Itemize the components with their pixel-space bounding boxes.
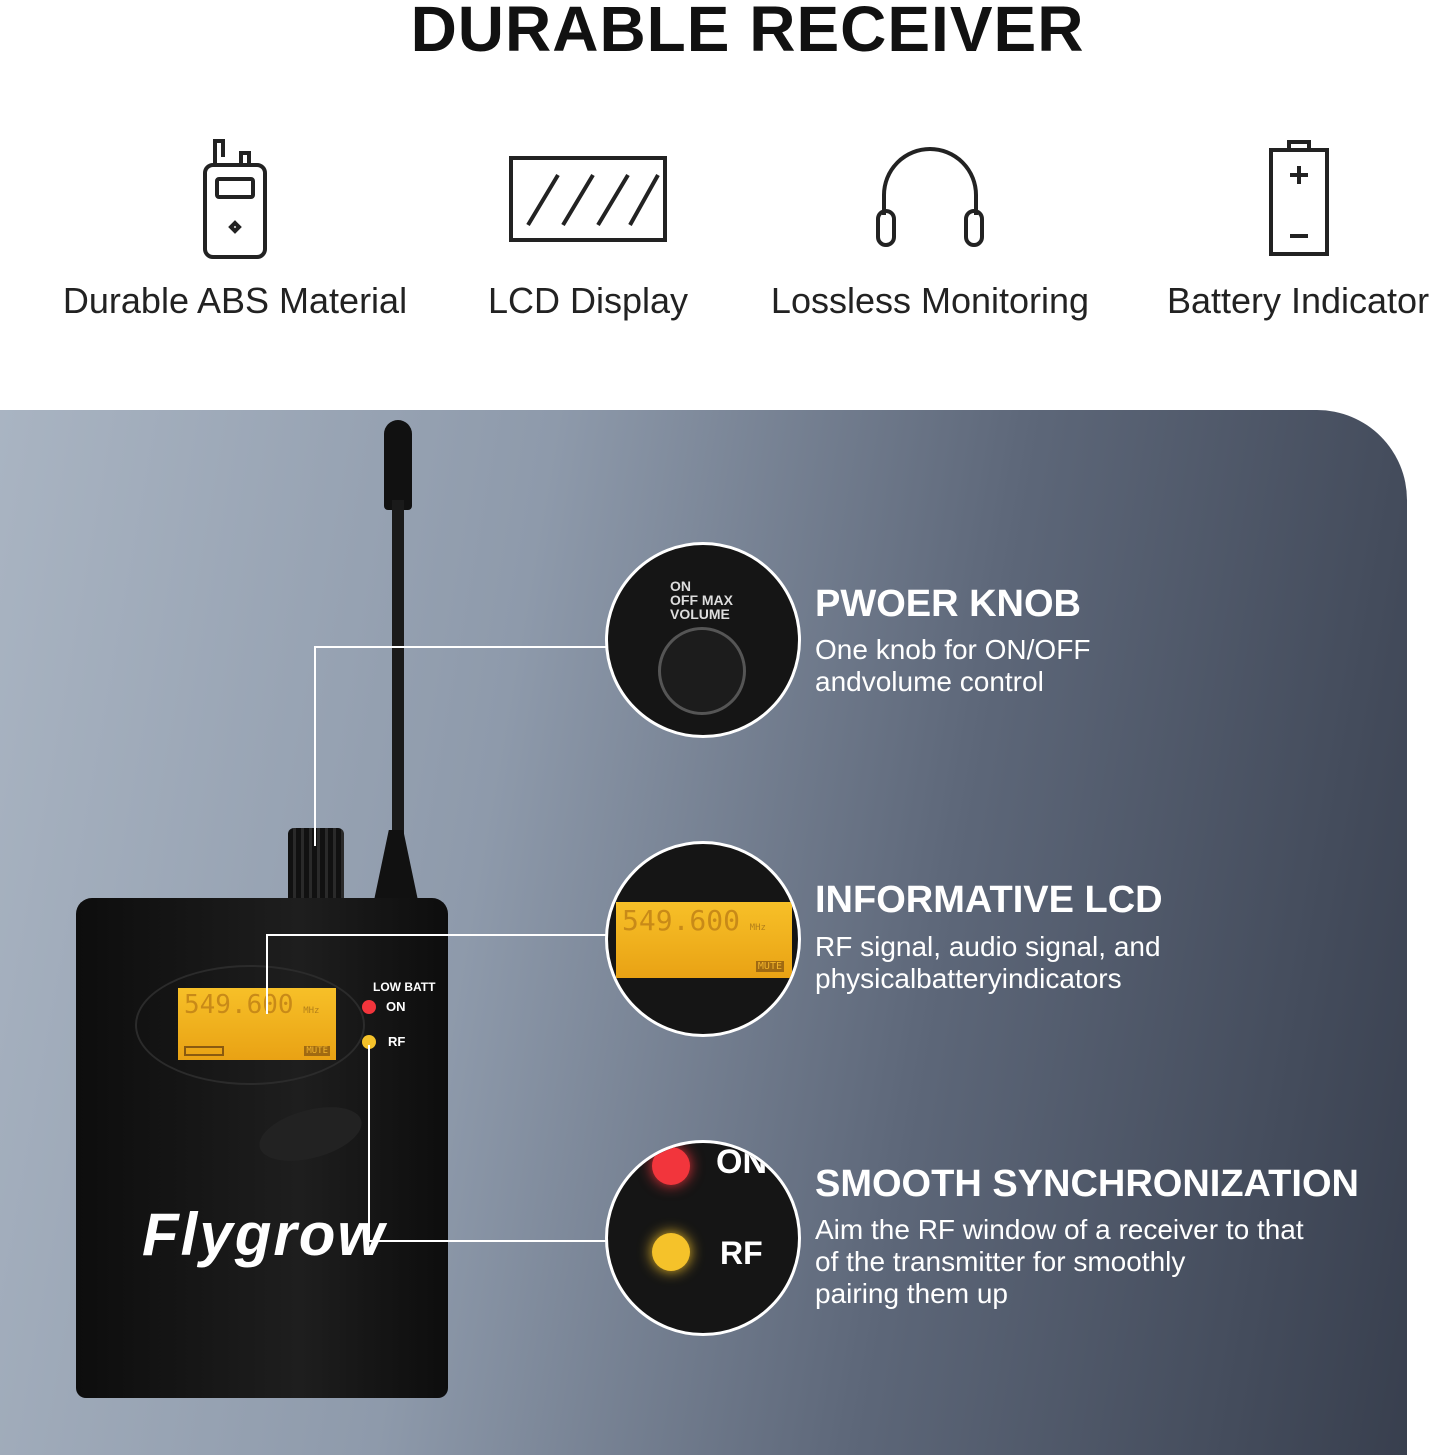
connector-line: [368, 1045, 370, 1242]
led-on: [362, 1000, 376, 1014]
walkie-receiver-icon: [45, 130, 425, 270]
page-title: DURABLE RECEIVER: [410, 0, 1085, 65]
feature-lcd-display: LCD Display: [398, 130, 778, 322]
antenna-tip: [384, 420, 412, 510]
feature-label: LCD Display: [487, 280, 689, 321]
led-rf: [362, 1035, 376, 1049]
lcd-mute: MUTE: [304, 1046, 330, 1056]
inset-mute: MUTE: [755, 961, 784, 972]
led-inset: ON RF: [605, 1140, 801, 1336]
inset-unit: MHz: [749, 923, 766, 933]
inset-text: OFF MAX: [670, 592, 733, 608]
feature-label: Battery Indicator: [1166, 280, 1430, 321]
inset-rf: RF: [720, 1235, 763, 1271]
headphones-icon: [740, 130, 1120, 270]
inset-text: VOLUME: [670, 606, 730, 622]
rf-label: RF: [388, 1034, 406, 1049]
feature-label: Durable ABS Material: [62, 280, 408, 321]
connector-line: [314, 646, 606, 648]
lcd-inset: 549.600 MHz MUTE: [605, 841, 801, 1037]
brand-logo: Flygrow: [142, 1201, 387, 1268]
lcd-frequency: 549.600: [184, 990, 294, 1020]
feature-lossless-monitoring: Lossless Monitoring: [740, 130, 1120, 322]
lcd-display-icon: [398, 130, 778, 270]
knob-inset: ON OFF MAX VOLUME: [605, 542, 801, 738]
feature-battery-indicator: Battery Indicator: [1108, 130, 1445, 322]
highlight-title: PWOER KNOB: [815, 583, 1081, 625]
lcd-unit: MHz: [303, 1006, 320, 1016]
feature-abs-material: Durable ABS Material: [45, 130, 425, 322]
inset-frequency: 549.600: [622, 904, 741, 937]
highlight-title: SMOOTH SYNCHRONIZATION: [815, 1163, 1359, 1205]
lcd-bezel: [135, 965, 365, 1085]
highlight-title: INFORMATIVE LCD: [815, 879, 1163, 921]
feature-label: Lossless Monitoring: [770, 280, 1090, 321]
inset-on: ON: [716, 1143, 767, 1181]
connector-line: [368, 1240, 606, 1242]
power-knob[interactable]: [288, 828, 344, 908]
connector-line: [266, 934, 606, 936]
battery-icon: [1108, 130, 1445, 270]
connector-line: [314, 646, 316, 846]
low-batt-label: LOW BATT: [373, 980, 436, 994]
device-lcd: 549.600 MHz MUTE: [178, 988, 336, 1060]
knob: [658, 627, 746, 715]
antenna: [392, 500, 404, 840]
lcd-battery-icon: [184, 1046, 224, 1056]
inset-text: ON: [670, 578, 691, 594]
connector-line: [266, 934, 268, 1014]
on-label: ON: [386, 999, 406, 1014]
